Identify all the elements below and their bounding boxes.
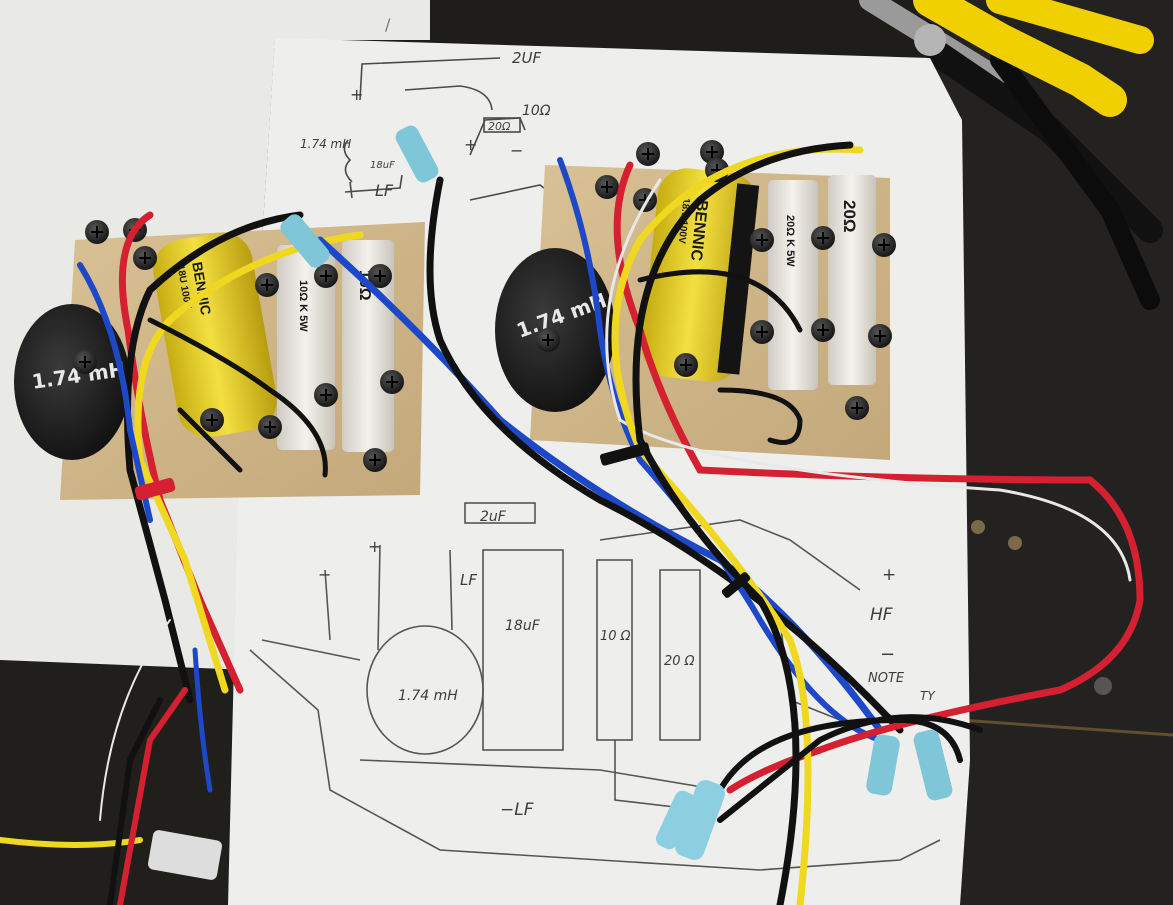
sketch-bottom-cap-value: 2uF [480, 509, 507, 525]
spade-connectors [280, 125, 953, 860]
sketch-bottom-hf-label: HF [870, 605, 893, 625]
sketch-top-cap2-value: 18uF [370, 160, 395, 171]
right-resistor-1 [768, 180, 818, 390]
sketch-top-plus-2: + [464, 135, 477, 154]
sketch-bottom-minus: − [318, 565, 331, 584]
sketch-bottom-cap2-value: 18uF [505, 618, 541, 634]
left-capacitor: BENNIC 18U 100V [153, 232, 277, 438]
sketch-top-res2-value: 20Ω [488, 120, 511, 133]
right-res1-text: 20Ω K 5W [784, 215, 796, 267]
cable-ties [134, 442, 751, 880]
left-res1-text: 10Ω K 5W [297, 280, 309, 332]
sketch-bottom-note-tail: TY [920, 689, 936, 703]
sketch-top-lf-label: LF [375, 181, 394, 200]
sketch-bottom-lf-label: LF [460, 571, 477, 589]
right-inductor-coil [495, 248, 615, 412]
sketch-bottom-lf-bottom: −LF [500, 800, 534, 820]
wire-stripper-tool [859, 0, 1163, 310]
sketch-bottom-plus: + [882, 565, 896, 585]
sketch-bottom-minus-2: − [880, 644, 895, 665]
sketch-bottom-res-value: 10 Ω [600, 629, 631, 644]
sketch-bottom-note: NOTE [868, 671, 905, 686]
right-resistor-2 [828, 175, 876, 385]
sketch-top-cap-value: 2UF [512, 49, 542, 67]
sketch-top-minus: − [510, 141, 523, 160]
sketch-bottom-res2-value: 20 Ω [664, 654, 695, 669]
sketch-bottom-coil-value: 1.74 mH [398, 688, 458, 704]
right-res2-text: 20Ω [840, 200, 859, 233]
sketch-top-coil-value: 1.74 mH [300, 137, 351, 151]
sketch-top-plus: + [350, 85, 363, 104]
right-cap-brand: BENNIC [687, 199, 710, 262]
sketch-top-res-value: 10Ω [522, 103, 551, 119]
sketch-bottom-plus-2: + [368, 537, 381, 556]
left-inductor-coil [14, 304, 130, 460]
svg-text:/: / [385, 15, 391, 34]
